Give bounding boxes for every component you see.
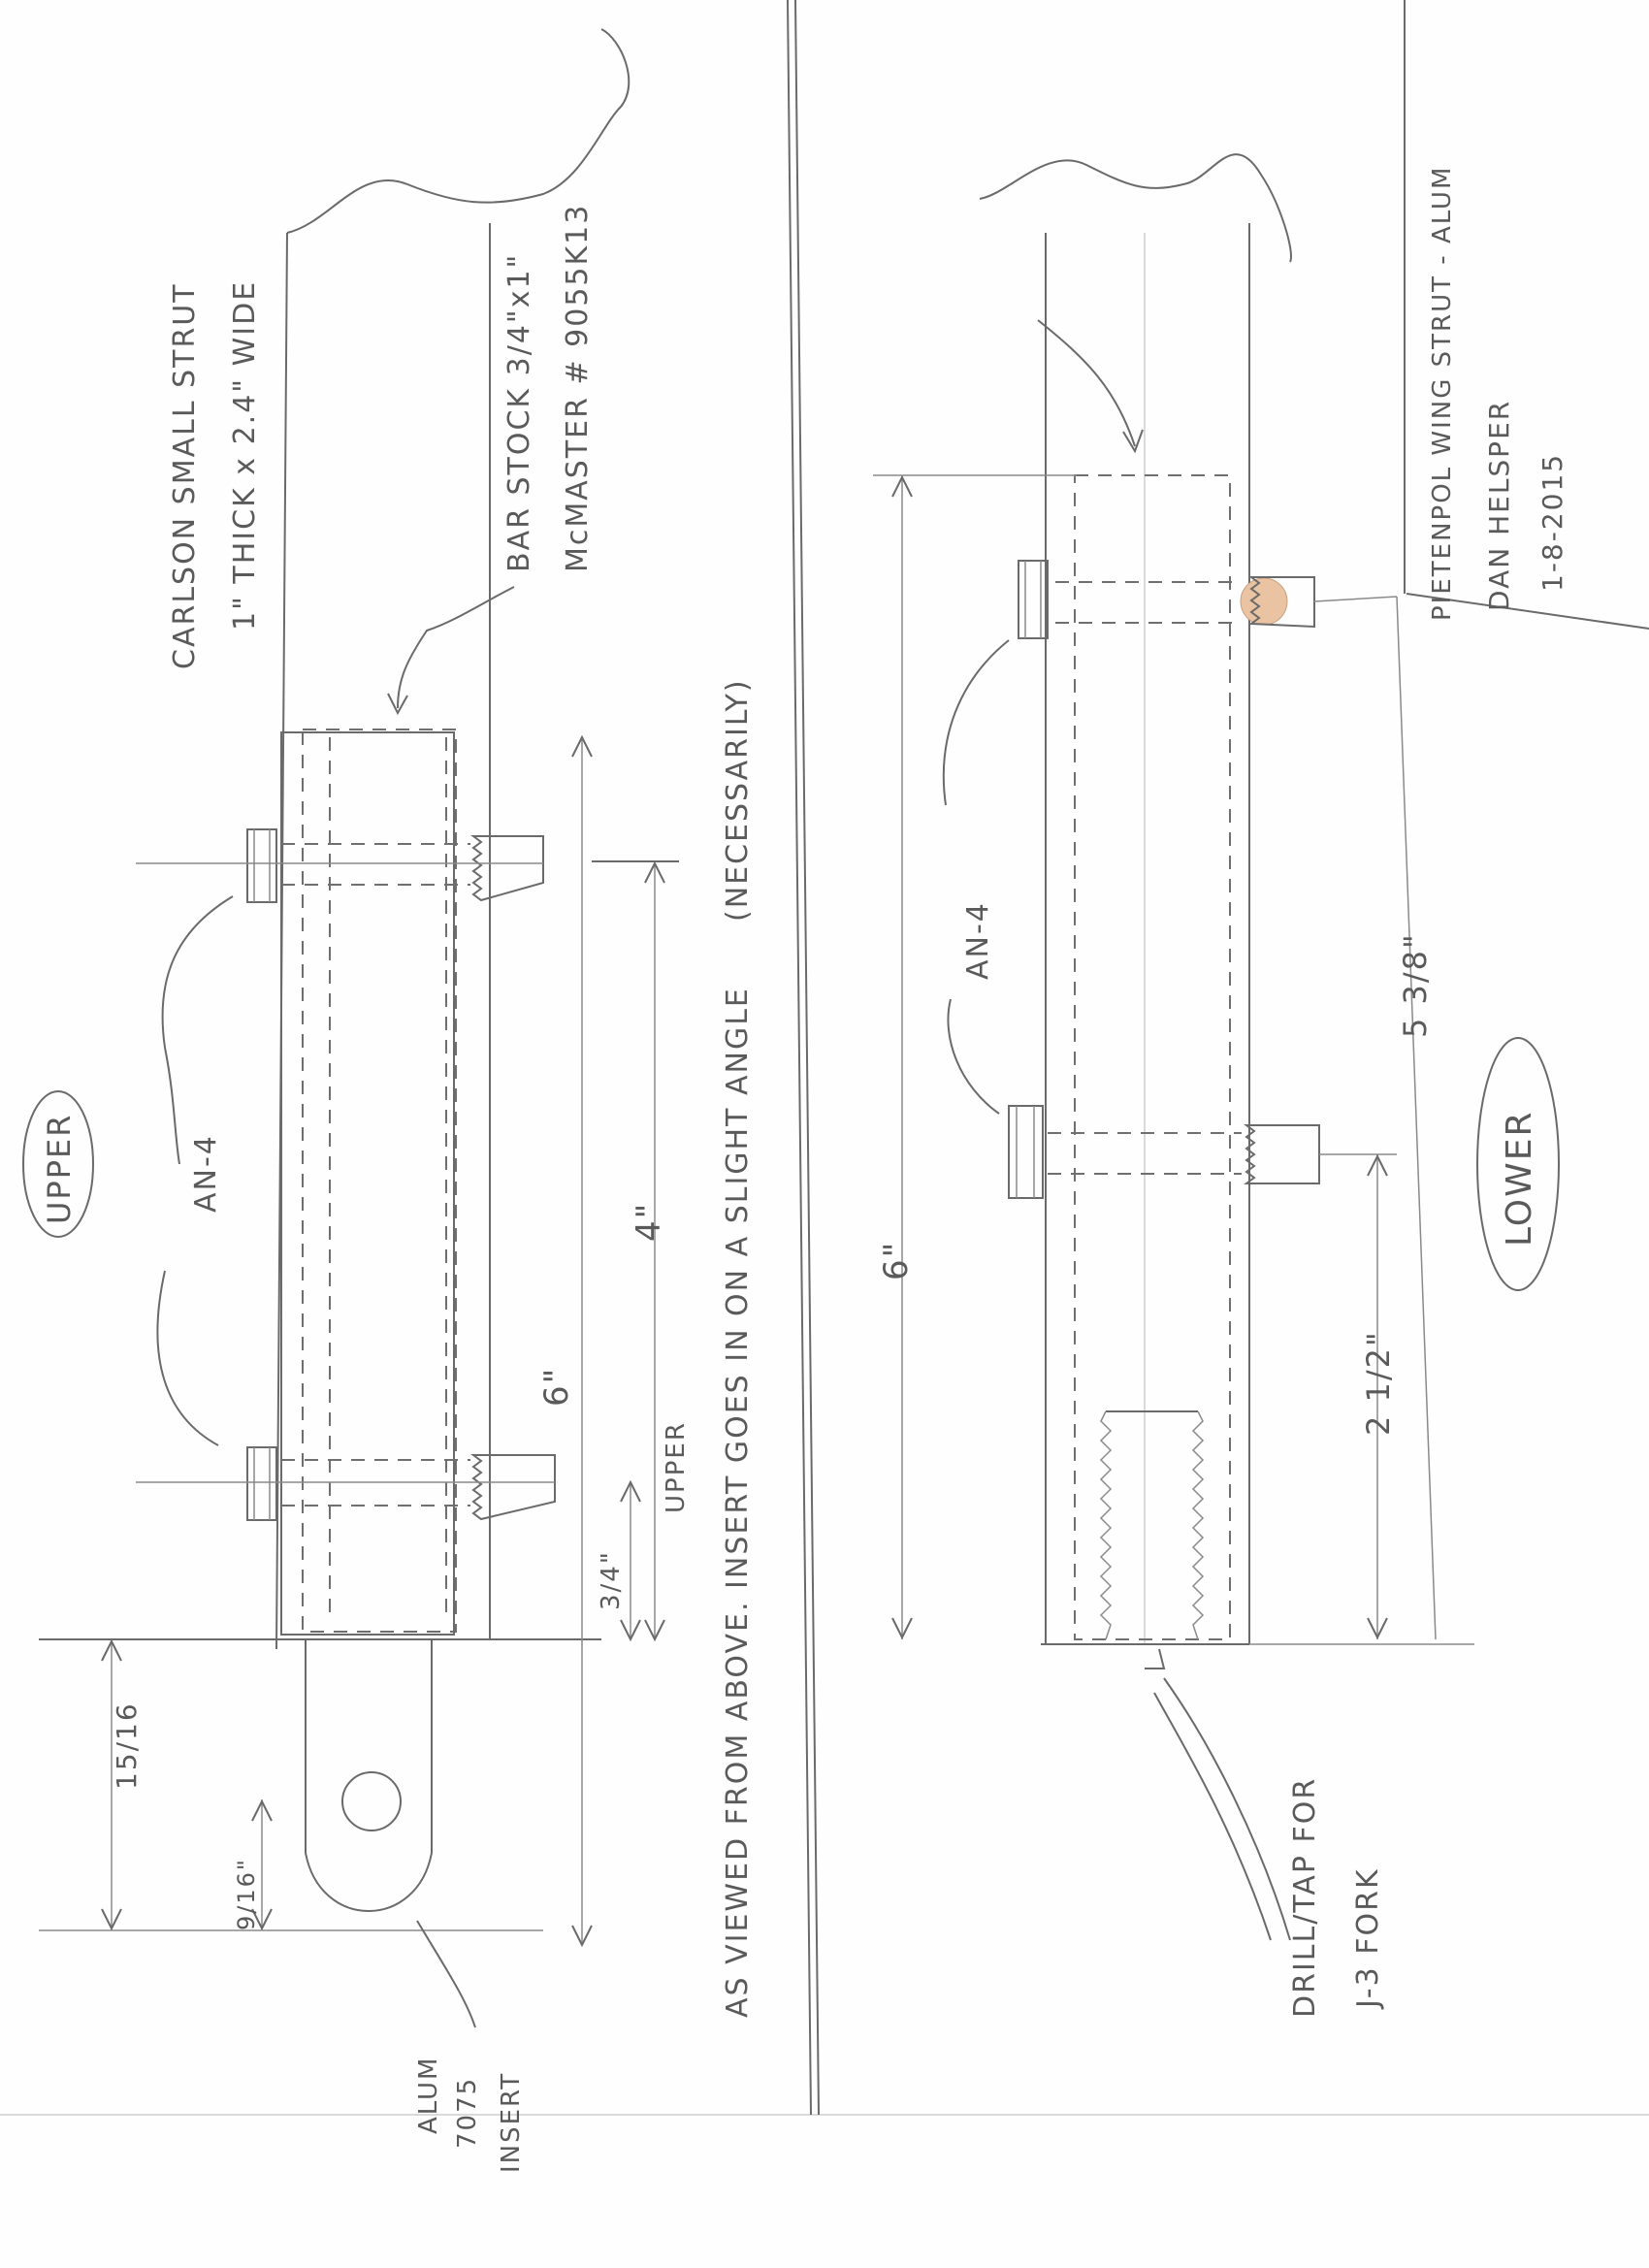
dim-line-5-3-8 [1396,596,1437,1640]
bolt-lower-1 [1018,560,1398,639]
upper-view: AN-4 UPPER CARLSON SMALL STRUT 1" THICK … [22,28,755,2173]
drill-note-1: DRILL/TAP FOR [1288,1777,1322,2018]
leader-line [947,998,1000,1115]
leader-line [156,1270,219,1446]
bolt-upper-1 [136,828,544,903]
dim-15-16: 15/16 [111,1701,143,1790]
leader-line [942,639,1010,806]
bar-note-2: McMASTER # 9055K13 [561,204,595,572]
title-block: PIETENPOL WING STRUT - ALUM DAN HELSPER … [1404,0,1649,630]
strut-note-1: CARLSON SMALL STRUT [168,282,202,669]
bar-stock-outline [1074,474,1231,1640]
insert-body [280,731,455,1636]
an4-label-upper: AN-4 [189,1134,223,1213]
an4-label-lower: AN-4 [961,901,995,980]
dim-4-upper: 4" [630,1202,668,1242]
dim-3-4-upper: 3/4" [597,1550,626,1610]
strut-note-2: 1" THICK x 2.4" WIDE [228,280,262,631]
insert-tongue [305,1639,433,1912]
drill-arrow [1145,1648,1291,1941]
divider-line [787,0,812,2116]
insert-note-2: 7075 [453,2077,482,2149]
bar-note-1: BAR STOCK 3/4"x1" [502,253,536,572]
angle-note: AS VIEWED FROM ABOVE. INSERT GOES IN ON … [721,987,755,2018]
upper-label: UPPER [41,1114,78,1224]
drill-note-2: J-3 FORK [1351,1867,1385,2010]
title-line-3: 1-8-2015 [1536,453,1568,592]
bar-stock-outline [302,729,457,1633]
break-line [286,28,630,234]
bolt-lower-2 [1008,1105,1397,1199]
break-line [979,153,1292,263]
dim-6-upper: 6" [537,1367,576,1407]
lower-oval [1476,1037,1560,1291]
dim-9-16: 9/16" [233,1858,260,1930]
title-line-1: PIETENPOL WING STRUT - ALUM [1428,166,1457,621]
stain [1240,577,1288,626]
insert-note-3: INSERT [497,2072,526,2173]
dim-2-1-2: 2 1/2" [1360,1330,1397,1436]
lower-view: AN-4 6" 5 3/8" 2 1/2" LOWER DRILL/TAP [873,153,1560,2018]
dim-6-lower: 6" [877,1241,916,1280]
leader-line [416,1920,476,2028]
title-line-2: DAN HELSPER [1483,400,1515,611]
bolt-upper-2 [136,1446,556,1521]
lower-label: LOWER [1500,1111,1539,1247]
dim-5-3-8: 5 3/8" [1397,932,1434,1038]
upper-word: UPPER [662,1421,691,1513]
angle-note-2: (NECESSARILY) [721,678,755,922]
insert-hole [341,1771,402,1831]
leader-line [161,895,234,1165]
leader-line [1037,319,1144,454]
leader-line [387,586,515,716]
divider-line [794,0,820,2116]
tapped-hole [1099,1410,1205,1640]
insert-note-1: ALUM [414,2057,443,2134]
upper-oval [22,1090,94,1238]
